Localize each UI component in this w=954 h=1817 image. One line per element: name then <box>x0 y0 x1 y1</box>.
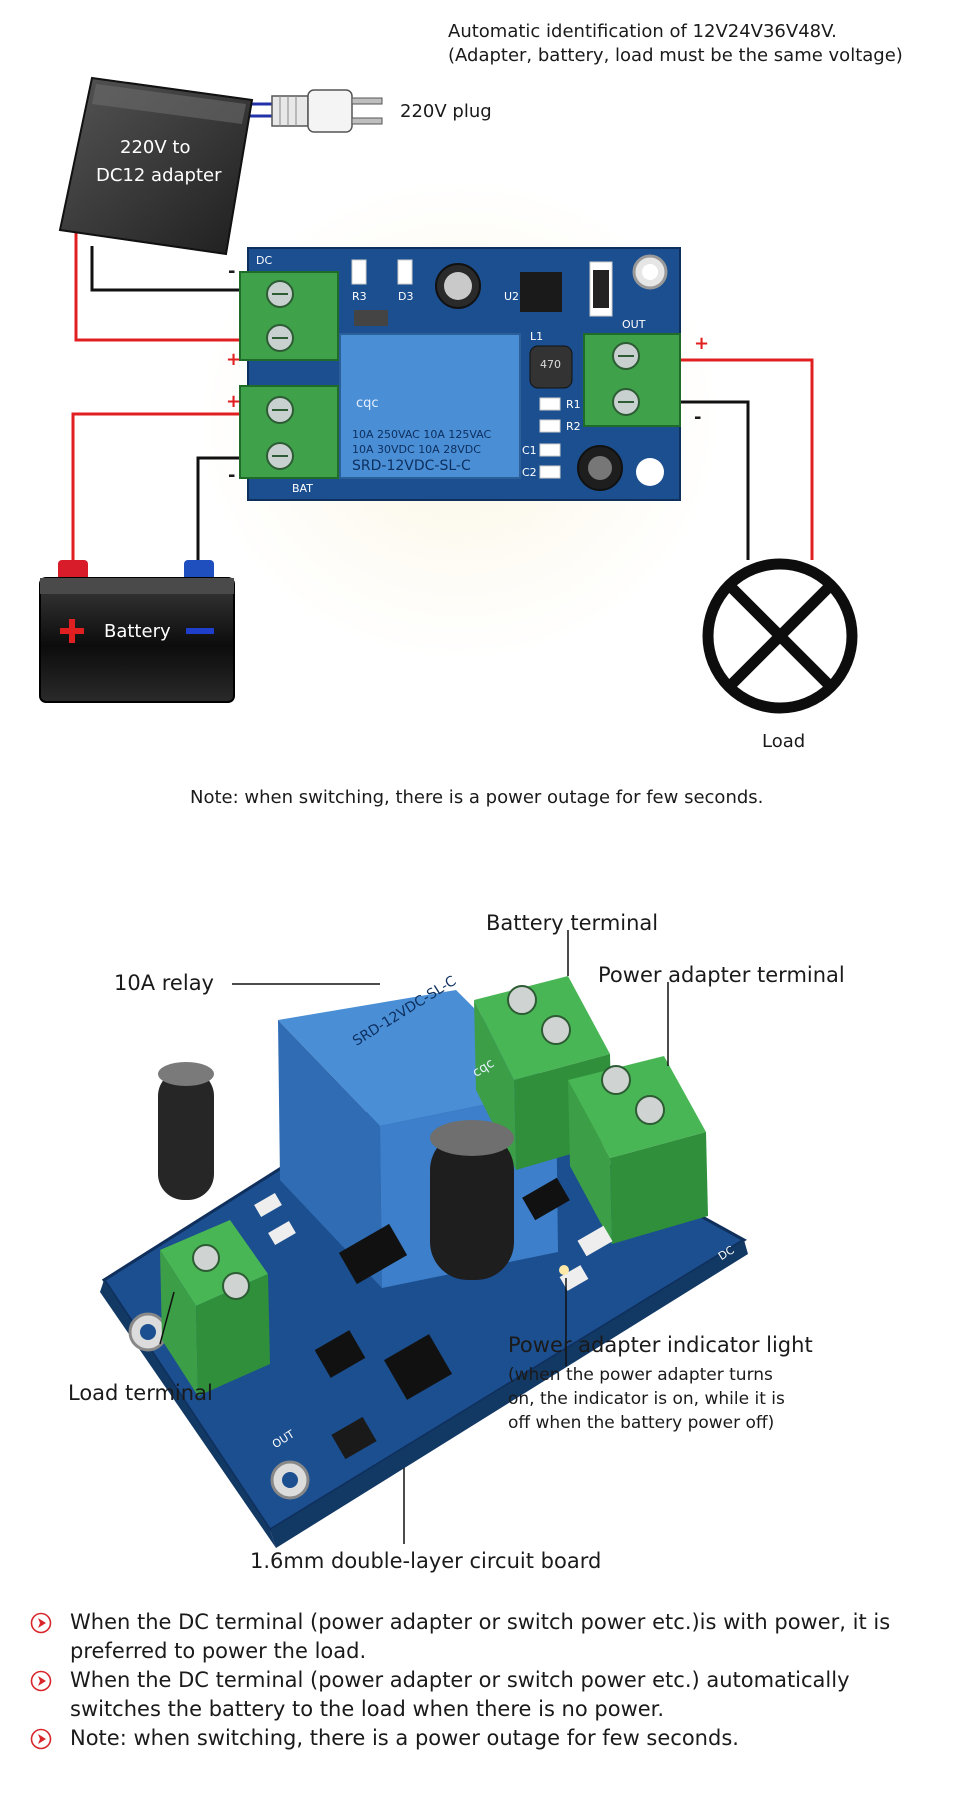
feature-list: When the DC terminal (power adapter or s… <box>30 1608 930 1753</box>
board-graphics <box>100 930 748 1548</box>
indicator-desc-line-2: on, the indicator is on, while it is <box>508 1389 785 1409</box>
pcb-c2-label: C2 <box>522 466 537 479</box>
feature-text-3: Note: when switching, there is a power o… <box>70 1726 739 1750</box>
pcb-inductor-label: 470 <box>540 358 561 371</box>
pcb-d3-label: D3 <box>398 290 414 303</box>
relay-brand-label: cqc <box>356 396 379 411</box>
wiring-graphics <box>39 76 858 714</box>
dc-minus-sign: - <box>228 261 236 282</box>
pcb-r1-label: R1 <box>566 398 581 411</box>
relay-rating-line-1: 10A 250VAC 10A 125VAC <box>352 428 492 441</box>
wiring-diagram: Automatic identification of 12V24V36V48V… <box>0 0 954 808</box>
header-line-2: (Adapter, battery, load must be the same… <box>448 45 903 66</box>
relay-rating-line-2: 10A 30VDC 10A 28VDC <box>352 443 481 456</box>
battery-terminal-label: Battery terminal <box>486 911 659 935</box>
dc-plus-sign: + <box>226 349 242 370</box>
load-terminal-label: Load terminal <box>68 1381 213 1405</box>
power-adapter <box>58 76 254 256</box>
terminal-blocks-right <box>474 976 708 1244</box>
load-label: Load <box>762 731 806 752</box>
feature-item-3: Note: when switching, there is a power o… <box>30 1724 930 1753</box>
switching-note: Note: when switching, there is a power o… <box>190 787 764 808</box>
pcb-dc-label: DC <box>256 254 273 267</box>
pcb-u2-label: U2 <box>504 290 520 303</box>
pcb-out-label: OUT <box>622 318 646 331</box>
pcb-bat-label: BAT <box>292 482 313 495</box>
indicator-desc-line-1: (when the power adapter turns <box>508 1365 773 1385</box>
load-lamp-icon <box>702 558 858 714</box>
smd-components <box>254 1177 613 1460</box>
pcb-c1-label: C1 <box>522 444 537 457</box>
capacitors <box>158 1062 514 1280</box>
out-minus-sign: - <box>694 407 702 428</box>
adapter-label-line-1: 220V to <box>120 137 191 158</box>
indicator-desc-line-3: off when the battery power off) <box>508 1413 775 1433</box>
board-annotation-diagram: Battery terminal Power adapter terminal … <box>0 880 954 1580</box>
feature-text-1: When the DC terminal (power adapter or s… <box>70 1610 891 1663</box>
header-line-1: Automatic identification of 12V24V36V48V… <box>448 21 837 42</box>
bat-plus-sign: + <box>226 391 242 412</box>
board-label: 1.6mm double-layer circuit board <box>250 1549 602 1573</box>
pcb-r2-label: R2 <box>566 420 581 433</box>
chevron-right-icon <box>30 1728 52 1750</box>
adapter-label-line-2: DC12 adapter <box>96 165 222 186</box>
feature-text-2: When the DC terminal (power adapter or s… <box>70 1668 850 1721</box>
pcb-l1-label: L1 <box>530 330 544 343</box>
feature-item-1: When the DC terminal (power adapter or s… <box>30 1608 930 1666</box>
indicator-title-label: Power adapter indicator light <box>508 1333 813 1357</box>
terminal-block-left <box>160 1220 270 1396</box>
battery-icon <box>39 560 235 703</box>
pcb-r3-label: R3 <box>352 290 367 303</box>
chevron-right-icon <box>30 1670 52 1692</box>
relay-label: 10A relay <box>114 971 214 995</box>
chevron-right-icon <box>30 1612 52 1634</box>
plug-label: 220V plug <box>400 101 492 122</box>
out-plus-sign: + <box>694 333 710 354</box>
pcb-board <box>239 247 681 501</box>
feature-item-2: When the DC terminal (power adapter or s… <box>30 1666 930 1724</box>
bat-minus-sign: - <box>228 465 236 486</box>
relay-model-label: SRD-12VDC-SL-C <box>352 458 471 474</box>
battery-label: Battery <box>104 621 171 642</box>
leader-lines <box>159 930 669 1544</box>
plug-icon <box>271 89 383 133</box>
adapter-terminal-label: Power adapter terminal <box>598 963 845 987</box>
